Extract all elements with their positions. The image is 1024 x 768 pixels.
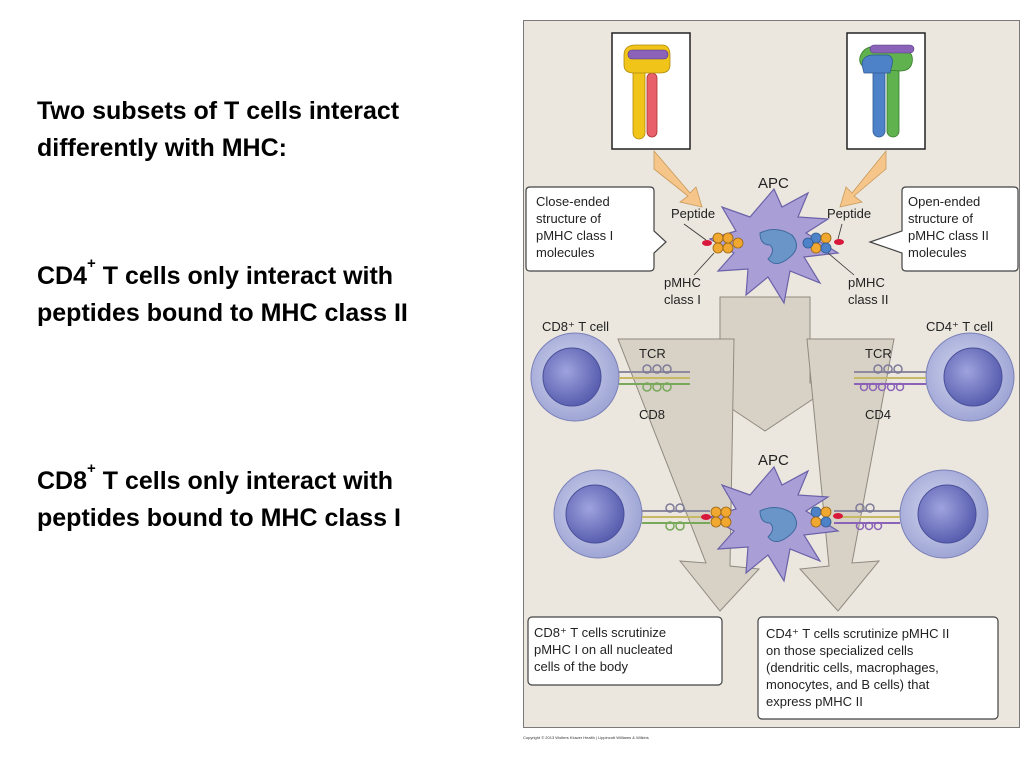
apc-label-top: APC <box>758 175 789 192</box>
pmhc-class-2-top <box>802 232 844 254</box>
cd8-t-cell-top <box>530 332 620 422</box>
tcr-cd4-receptor-bottom <box>810 503 900 531</box>
apc-label-bottom: APC <box>758 452 789 469</box>
tcr-label-right: TCR <box>865 346 892 361</box>
cd8-line-1: CD8+ T cells only interact with <box>37 460 401 500</box>
peptide-pointer-right <box>837 223 843 240</box>
caption-right-line: monocytes, and B cells) that <box>766 677 930 692</box>
cd8-t-cell-label: CD8⁺ T cell <box>542 319 609 334</box>
caption-left-line: pMHC I on all nucleated <box>534 642 673 657</box>
cd4-superscript: + <box>87 255 96 272</box>
caption-right-box: CD4⁺ T cells scrutinize pMHC II on those… <box>757 616 999 720</box>
pmhc-pointer-left <box>693 252 715 276</box>
cd8-t-cell-bottom <box>553 469 643 559</box>
callout-right-line: molecules <box>908 245 967 260</box>
orange-arrow-left <box>653 149 703 208</box>
pmhc-right-label-1: pMHC <box>848 275 885 290</box>
callout-right-box: Open-ended structure of pMHC class II mo… <box>868 186 1019 272</box>
callout-right-line: structure of <box>908 211 973 226</box>
callout-left-line: molecules <box>536 245 595 260</box>
slide-heading: Two subsets of T cells interact differen… <box>37 93 399 167</box>
pmhc-pointer-right <box>827 252 855 276</box>
heading-line-2: differently with MHC: <box>37 134 287 162</box>
caption-left-line: cells of the body <box>534 659 628 674</box>
callout-left-line: Close-ended <box>536 194 610 209</box>
tcr-label-left: TCR <box>639 346 666 361</box>
cd8-prefix: CD8 <box>37 467 88 495</box>
tcr-cd8-receptor-top <box>619 364 690 392</box>
cd4-line-2: peptides bound to MHC class II <box>37 299 408 327</box>
caption-left-box: CD8⁺ T cells scrutinize pMHC I on all nu… <box>527 616 723 686</box>
mhc-class-2-card <box>846 32 926 150</box>
callout-right-line: pMHC class II <box>908 228 989 243</box>
tcr-cd4-receptor-top <box>854 364 926 392</box>
peptide-label-right: Peptide <box>827 206 871 221</box>
caption-right-line: CD4⁺ T cells scrutinize pMHC II <box>766 626 949 641</box>
pmhc-class-1-top <box>702 232 744 254</box>
cd8-line-1-rest: T cells only interact with <box>95 467 394 495</box>
mhc-diagram: Close-ended structure of pMHC class I mo… <box>525 32 1019 720</box>
cd8-label: CD8 <box>639 407 665 422</box>
cd4-statement: CD4+ T cells only interact with peptides… <box>37 255 408 332</box>
cd8-superscript: + <box>87 460 96 477</box>
cd8-line-2: peptides bound to MHC class I <box>37 504 401 532</box>
cd4-t-cell-top <box>925 332 1015 422</box>
orange-arrow-right <box>839 149 887 208</box>
cd8-statement: CD8+ T cells only interact with peptides… <box>37 460 401 537</box>
mhc-diagram-panel: Close-ended structure of pMHC class I mo… <box>523 20 1020 728</box>
pmhc-left-label-2: class I <box>664 292 701 307</box>
cd4-line-1: CD4+ T cells only interact with <box>37 255 408 295</box>
cd4-label: CD4 <box>865 407 891 422</box>
peptide-pointer-left <box>683 223 707 241</box>
caption-left-line: CD8⁺ T cells scrutinize <box>534 625 666 640</box>
callout-right-line: Open-ended <box>908 194 980 209</box>
tcr-cd8-receptor-bottom <box>642 503 732 531</box>
peptide-label-left: Peptide <box>671 206 715 221</box>
cd4-t-cell-label: CD4⁺ T cell <box>926 319 993 334</box>
caption-right-line: on those specialized cells <box>766 643 914 658</box>
callout-left-line: pMHC class I <box>536 228 613 243</box>
cd4-line-1-rest: T cells only interact with <box>95 262 394 290</box>
heading-line-1: Two subsets of T cells interact <box>37 97 400 125</box>
caption-right-line: (dendritic cells, macrophages, <box>766 660 939 675</box>
cd4-t-cell-bottom <box>899 469 989 559</box>
cd4-prefix: CD4 <box>37 262 88 290</box>
callout-left-line: structure of <box>536 211 601 226</box>
pmhc-right-label-2: class II <box>848 292 888 307</box>
pmhc-left-label-1: pMHC <box>664 275 701 290</box>
copyright-notice: Copyright © 2013 Wolters Kluwer Health |… <box>523 735 649 740</box>
caption-right-line: express pMHC II <box>766 694 863 709</box>
mhc-class-1-card <box>611 32 691 150</box>
right-down-arrow <box>798 338 895 612</box>
callout-left-box: Close-ended structure of pMHC class I mo… <box>525 186 667 272</box>
